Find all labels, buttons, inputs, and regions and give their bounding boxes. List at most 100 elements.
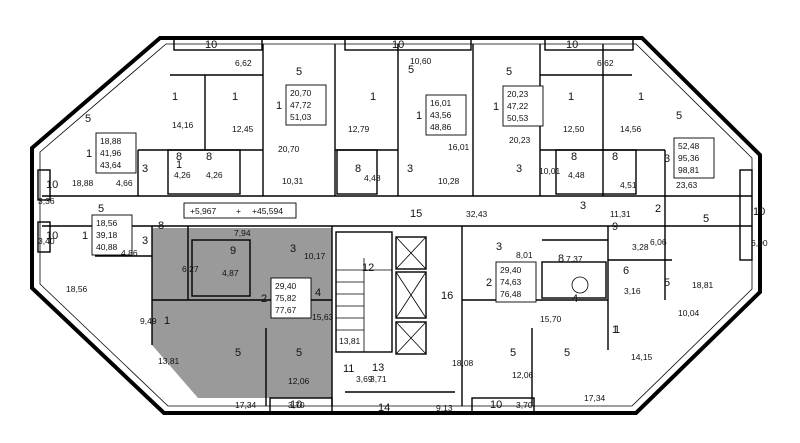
plan-label: 5 [510,347,516,359]
plan-label: 4 [572,293,578,305]
plan-label: 3 [580,200,586,212]
elevation-separator: + [236,206,241,216]
apartment-gross-area: 98,81 [678,165,700,175]
plan-label: 16,01 [448,142,470,152]
elevation-box [183,202,297,219]
plan-label: 4,26 [174,170,191,180]
apartment-gross-area: 48,86 [430,122,452,132]
plan-label: 4,48 [364,173,381,183]
plan-label: 3,40 [38,236,55,246]
plan-label: 8 [612,151,618,163]
apartment-rooms: 1 [416,110,422,122]
plan-label: 23,63 [676,180,698,190]
apartment-total-area: 43,56 [430,110,452,120]
plan-label: 10 [290,399,302,411]
plan-label: 14,16 [172,120,194,130]
apartment-gross-area: 51,03 [290,112,312,122]
apartment-total-area: 41,96 [100,148,122,158]
plan-label: 9 [612,221,618,233]
plan-label: 15 [410,208,422,220]
plan-label: 7,37 [566,254,583,264]
apartment-rooms: 1 [82,230,88,242]
plan-label: 18,81 [692,280,714,290]
plan-label: 12,45 [232,124,254,134]
plan-label: 3 [516,163,522,175]
plan-label: 10 [753,206,765,218]
plan-label: 3,69 [356,374,373,384]
apartment-rooms: 2 [486,277,492,289]
apartment-rooms: 1 [86,148,92,160]
plan-label: 10,04 [678,308,700,318]
plan-label: 15,63 [312,312,334,322]
plan-label: 4,26 [206,170,223,180]
bathrooms [167,149,637,299]
plan-label: 3,16 [624,286,641,296]
plan-label: 11 [343,363,354,375]
plan-label: 2 [655,203,661,215]
plan-label: 5 [408,64,414,76]
apartment-living-area: 18,56 [96,218,118,228]
plan-label: 10 [392,39,404,51]
apartment-total-area: 39,18 [96,230,118,240]
apartment-living-area: 29,40 [275,281,297,291]
plan-label: 5 [506,66,512,78]
apartment-info-box: 1 18,56 39,18 40,88 [82,218,118,252]
plan-label: 5 [564,347,570,359]
highlighted-apartment [152,228,332,398]
plan-label: 5 [235,347,241,359]
outer-wall-inner [39,43,753,407]
plan-label: 16 [441,290,453,302]
plan-label: 5 [676,110,682,122]
plan-label: 4,48 [568,170,585,180]
apartment-total-area: 47,72 [290,100,312,110]
plan-label: 10 [46,179,58,191]
plan-label: 1 [612,324,618,336]
apartment-gross-area: 40,88 [96,242,118,252]
plan-label: 3 [142,235,148,247]
apartment-info-box: 1 20,23 47,22 50,53 [493,89,529,123]
plan-label: 10,31 [282,176,304,186]
apartment-total-area: 95,36 [678,153,700,163]
plan-label: 12,50 [563,124,585,134]
elevation-absolute: +45,594 [252,206,283,216]
plan-label: 18,88 [72,178,94,188]
plan-label: 6,06 [650,237,667,247]
plan-label: 10 [205,39,217,51]
outer-wall [30,36,762,415]
plan-label: 4,51 [620,180,637,190]
plan-label: 6,90 [751,238,768,248]
apartment-living-area: 20,23 [507,89,529,99]
plan-label: 3 [142,163,148,175]
plan-label: 4,87 [222,268,239,278]
apartment-gross-area: 76,48 [500,289,522,299]
apartment-living-area: 29,40 [500,265,522,275]
apartment-gross-area: 77,67 [275,305,297,315]
plan-label: 12,79 [348,124,370,134]
plan-label: 10,01 [539,166,561,176]
plan-label: 5 [296,66,302,78]
apartment-gross-area: 50,53 [507,113,529,123]
elevation-relative: +5,967 [190,206,217,216]
plan-label: 1 [172,91,178,103]
plan-label: 20,23 [509,135,531,145]
plan-label: 1 [614,324,620,336]
plan-label: 5 [703,213,709,225]
plan-label: 12,06 [288,376,310,386]
plan-label: 8 [176,151,182,163]
plan-label: 18,08 [452,358,474,368]
plan-label: 14,56 [620,124,642,134]
apartment-rooms: 1 [276,100,282,112]
plan-label: 14,15 [631,352,653,362]
plan-label: 4 [315,287,321,299]
plan-label: 12 [362,262,374,274]
plan-label: 10 [566,39,578,51]
apartment-rooms: 1 [493,101,499,113]
stair-core [335,231,455,393]
apartment-total-area: 47,22 [507,101,529,111]
apartment-living-area: 52,48 [678,141,700,151]
plan-label: 5 [664,277,670,289]
plan-label: 17,34 [584,393,606,403]
